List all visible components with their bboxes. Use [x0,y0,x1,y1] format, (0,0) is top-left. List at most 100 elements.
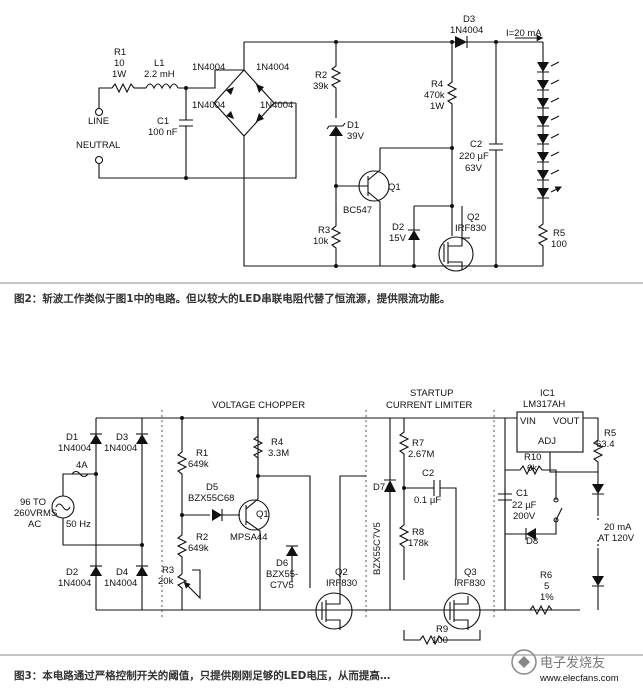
fig2-r10-label: R10 [524,452,541,463]
fig2-section-chopper: VOLTAGE CHOPPER [212,400,305,411]
fig1-r5-value: 100 [551,239,567,250]
fig2-c2-value: 0.1 µF [414,495,441,506]
fig2-q2-value: IRF830 [326,578,357,589]
fig1-r1-resistor [111,82,135,94]
fig2-r6-tolerance: 1% [540,592,554,603]
fig2-d3-label: D3 [116,432,128,443]
fig1-d3-diode [455,36,467,48]
fig2-d6-value2: C7V5 [270,580,294,591]
fig1-d1-value: 39V [347,131,365,142]
fig2-section-current-limiter: CURRENT LIMITER [386,400,473,411]
fig2-ic1-adj: ADJ [538,436,556,447]
fig2-caption: 图3：本电路通过严格控制开关的阈值，只提供刚刚足够的LED电压，从而提高… [14,669,390,682]
figure-1-circuit: R1 10 1W L1 2.2 mH C1 100 nF LINE NEUTRA… [76,14,567,272]
fig1-c1-label: C1 [157,116,169,127]
fig1-l1-value: 2.2 mH [144,69,175,80]
fig2-d2-diode [90,566,102,576]
fig2-d7-value: BZX55C7V5 [372,522,383,575]
fig1-d2-value: 15V [389,233,407,244]
fig1-d3-label: D3 [463,14,475,25]
fig1-r3-value: 10k [313,236,329,247]
fig2-section-startup: STARTUP [410,388,453,399]
watermark-url: www.elecfans.com [539,673,619,684]
fig2-r6-value: 5 [544,581,549,592]
fig2-r9-label: R9 [436,624,448,635]
fig2-r9-value: 100 [432,635,448,646]
fig2-c1-capacitor [498,488,512,610]
watermark-logo: 电子发烧友 www.elecfans.com [511,649,619,684]
fig1-l1-label: L1 [154,58,165,69]
fig1-q2-mosfet [438,236,474,272]
fig2-r8-label: R8 [412,527,424,538]
fig2-d1-value: 1N4004 [58,443,91,454]
fig2-source-range: 96 TO [20,497,46,508]
fig1-c1-capacitor [179,88,193,178]
fig2-ic1-vout: VOUT [553,416,580,427]
line-terminal [94,107,104,117]
fig1-bridge-tr: 1N4004 [256,62,289,73]
fig2-source-ac: AC [28,519,41,530]
fig1-led-string [537,61,559,199]
fig2-d5-zener [212,509,222,521]
fig2-r9-resistor [403,630,481,646]
fig2-r5-label: R5 [604,428,616,439]
fig2-r6-resistor [529,604,553,616]
watermark-text: 电子发烧友 [540,655,605,671]
fig1-l1-inductor [145,83,179,90]
fig1-d3-value: 1N4004 [450,25,483,36]
fig1-q1-value: BC547 [343,205,372,216]
fig2-fuse [71,470,89,478]
fig2-q2-label: Q2 [335,567,348,578]
fig2-led-current: 20 mA [604,522,632,533]
figure-2-circuit: VOLTAGE CHOPPER STARTUP CURRENT LIMITER … [14,388,635,646]
fig2-r3-label: R3 [162,565,174,576]
fig1-d1-zener [329,126,343,136]
fig2-d6-zener [286,546,298,556]
neutral-terminal [94,155,104,165]
fig2-q3-label: Q3 [464,567,477,578]
fig2-q1-label: Q1 [256,509,269,520]
fig2-r6-label: R6 [540,570,552,581]
fig2-q3-mosfet [443,592,481,630]
fig2-source-frequency: 50 Hz [66,519,91,530]
fig2-r2-value: 649k [188,543,209,554]
fig2-r3-pot [176,573,188,610]
fig1-r2-value: 39k [313,81,329,92]
fig1-r1-label: R1 [114,47,126,58]
fig2-d4-value: 1N4004 [104,578,137,589]
fig1-r2-label: R2 [315,70,327,81]
fig1-c1-value: 100 nF [148,127,178,138]
fig2-q2-mosfet [315,592,353,630]
fig2-r10-value: 6k [527,463,537,474]
fig1-r5-label: R5 [553,228,565,239]
fig2-d6-value1: BZX55- [266,569,298,580]
fig1-q2-label: Q2 [467,212,480,223]
fig2-r1-value: 649k [188,459,209,470]
fig2-r4-value: 3.3M [268,448,289,459]
fig1-bridge-br: 1N4004 [260,100,293,111]
fig2-d7-label: D7 [373,482,385,493]
fig2-d5-label: D5 [206,482,218,493]
fig2-r8-value: 178k [408,538,429,549]
fig2-fuse-label: 4A [76,460,88,471]
fig2-r7-value: 2.67M [408,449,434,460]
fig2-ic1-value: LM317AH [523,399,565,410]
fig2-d8-label: D8 [526,536,538,547]
fig2-d2-value: 1N4004 [58,578,91,589]
fig2-c1-label: C1 [516,488,528,499]
fig2-c1-value2: 200V [513,511,536,522]
fig2-r1-label: R1 [196,448,208,459]
fig2-r3-value: 20k [158,576,174,587]
fig2-d1-label: D1 [66,432,78,443]
fig1-r4-power: 1W [430,101,444,112]
fig2-d4-diode [136,566,148,576]
fig1-bridge-tl: 1N4004 [192,62,225,73]
fig1-q1-label: Q1 [388,182,401,193]
fig1-line-label: LINE [88,116,109,127]
fig1-d1-label: D1 [347,120,359,131]
fig2-ic1-vin: VIN [520,416,536,427]
fig2-d2-label: D2 [66,567,78,578]
fig2-r5-value: 63.4 [596,439,615,450]
